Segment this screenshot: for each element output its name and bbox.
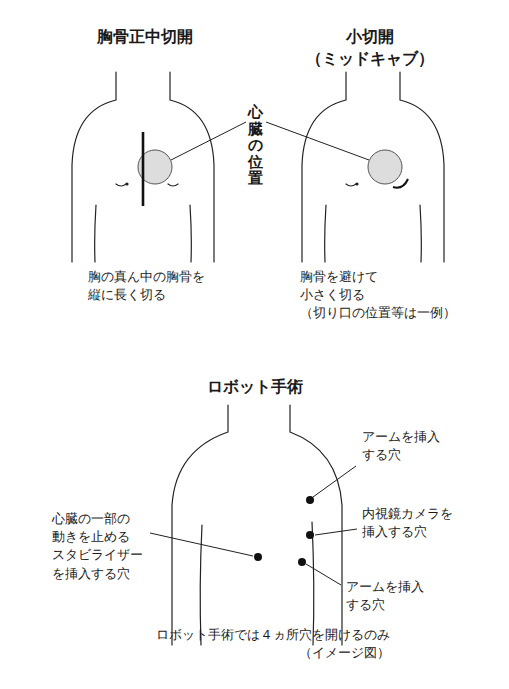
torso-outline bbox=[302, 72, 346, 262]
text-line: 動きを止める bbox=[52, 528, 143, 546]
torso-outline bbox=[72, 72, 116, 262]
section-heading: 小切開 （ミッドキャブ） bbox=[290, 26, 450, 71]
caption-text: ロボット手術では４ヵ所穴を開けるのみ （イメージ図） bbox=[120, 626, 390, 662]
text-line: （イメージ図） bbox=[120, 644, 390, 662]
text-line: （切り口の位置等は一例） bbox=[300, 304, 456, 322]
leader-line bbox=[306, 564, 341, 585]
section-heading: 胸骨正中切開 bbox=[60, 26, 230, 48]
arm-line bbox=[190, 205, 191, 262]
leader-line bbox=[315, 529, 357, 535]
text-line: 内視鏡カメラを bbox=[362, 505, 453, 523]
incision bbox=[393, 179, 408, 188]
callout-label: アームを挿入 する穴 bbox=[362, 428, 440, 464]
note-text: 胸骨を避けて 小さく切る （切り口の位置等は一例） bbox=[300, 268, 456, 323]
text-line: する穴 bbox=[346, 596, 424, 614]
text-line: ロボット手術では４ヵ所穴を開けるのみ bbox=[120, 626, 390, 644]
text-line: スタビライザー bbox=[52, 546, 143, 564]
text-line: ロボット手術 bbox=[170, 376, 340, 398]
torso-outline bbox=[400, 72, 444, 262]
text-line: アームを挿入 bbox=[346, 578, 424, 596]
section-heading: ロボット手術 bbox=[170, 376, 340, 398]
callout-label: アームを挿入 する穴 bbox=[346, 578, 424, 614]
text-line: 挿入する穴 bbox=[362, 523, 453, 541]
torso-outline bbox=[290, 405, 342, 645]
chest-line bbox=[346, 184, 356, 186]
chest-line bbox=[168, 184, 178, 186]
leader-line bbox=[313, 466, 356, 497]
text-line: アームを挿入 bbox=[362, 428, 440, 446]
text-line: 小さく切る bbox=[300, 286, 456, 304]
text-line: 胸の真ん中の胸骨を bbox=[88, 268, 205, 286]
nipple bbox=[355, 182, 358, 185]
port-hole bbox=[306, 496, 314, 504]
port-hole bbox=[306, 531, 314, 539]
leader-line bbox=[266, 122, 369, 160]
callout-label: 内視鏡カメラを 挿入する穴 bbox=[362, 505, 453, 541]
arm-line bbox=[95, 205, 96, 262]
leader-line bbox=[171, 122, 246, 160]
callout-label: 心臓の位置 bbox=[248, 104, 263, 187]
text-line: 小切開 bbox=[290, 26, 450, 48]
arm-line bbox=[325, 205, 326, 262]
heart bbox=[368, 150, 402, 184]
port-hole bbox=[254, 553, 262, 561]
text-line: （ミッドキャブ） bbox=[290, 48, 450, 70]
callout-label: 心臓の一部の 動きを止める スタビライザー を挿入する穴 bbox=[52, 510, 143, 583]
port-hole bbox=[298, 558, 306, 566]
arm-line bbox=[420, 205, 421, 262]
torso-outline bbox=[172, 405, 228, 645]
text-line: を挿入する穴 bbox=[52, 565, 143, 583]
chest-line bbox=[116, 184, 126, 186]
torso-outline bbox=[170, 72, 214, 262]
incision bbox=[142, 132, 145, 206]
text-line: 縦に長く切る bbox=[88, 286, 205, 304]
nipple bbox=[125, 182, 128, 185]
text-line: 胸骨正中切開 bbox=[60, 26, 230, 48]
text-line: 胸骨を避けて bbox=[300, 268, 456, 286]
arm-line bbox=[312, 522, 314, 645]
leader-line bbox=[150, 533, 253, 556]
text-line: 心臓の一部の bbox=[52, 510, 143, 528]
note-text: 胸の真ん中の胸骨を 縦に長く切る bbox=[88, 268, 205, 304]
text-line: する穴 bbox=[362, 446, 440, 464]
